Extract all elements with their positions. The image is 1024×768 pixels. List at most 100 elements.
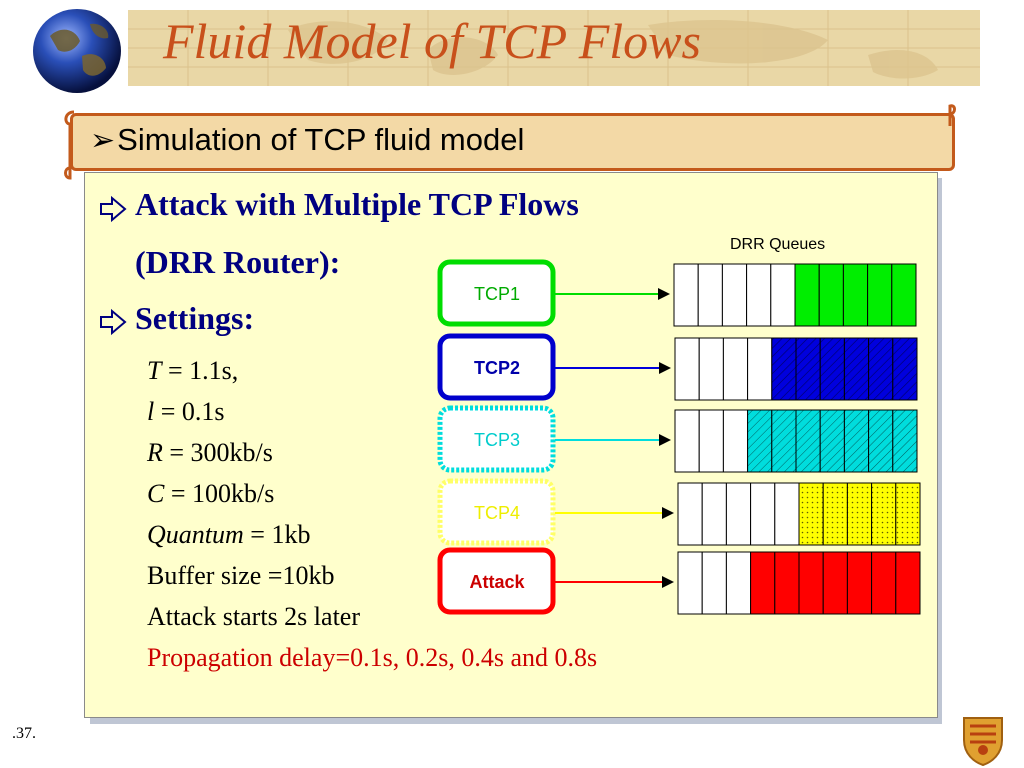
setting-C: C = 100kb/s (147, 479, 274, 509)
setting-quantum: Quantum = 1kb (147, 520, 310, 550)
value-quantum: = 1kb (243, 520, 311, 549)
world-map-background (128, 10, 980, 86)
flow-label-tcp2: TCP2 (474, 358, 520, 378)
queue-cell-filled-tcp2 (771, 337, 797, 401)
queue-cell-empty-tcp4 (774, 482, 800, 546)
queue-cell-empty-tcp1 (770, 263, 796, 327)
university-crest-logo (963, 717, 1003, 766)
setting-T: T = 1.1s, (147, 356, 238, 386)
queue-cell-filled-tcp4 (895, 482, 921, 546)
subtitle-arrow-icon: ➢ (90, 124, 116, 157)
value-R: = 300kb/s (162, 438, 273, 467)
queue-cell-filled-tcp1 (867, 263, 893, 327)
queue-cell-empty-tcp1 (721, 263, 748, 327)
globe-icon (33, 9, 121, 93)
subtitle-text: Simulation of TCP fluid model (117, 122, 525, 157)
queue-cell-filled-tcp3 (868, 409, 894, 473)
queue-cell-filled-attack (798, 551, 824, 615)
queue-cell-empty-tcp4 (677, 482, 703, 546)
queue-cell-filled-attack (750, 551, 776, 615)
bullet-settings: Settings: (135, 300, 255, 336)
queue-cell-filled-tcp3 (771, 409, 797, 473)
slide-title: Fluid Model of TCP Flows (163, 13, 701, 69)
queue-cell-filled-tcp3 (747, 409, 773, 473)
flow-label-tcp1: TCP1 (474, 284, 520, 304)
queue-cell-filled-tcp3 (892, 409, 918, 473)
queue-cell-filled-tcp1 (818, 263, 844, 327)
queue-cell-empty-tcp2 (747, 337, 773, 401)
value-C: = 100kb/s (164, 479, 275, 508)
setting-attack-start: Attack starts 2s later (147, 602, 360, 631)
bullet-arrow-icon (100, 308, 127, 336)
setting-propagation: Propagation delay=0.1s, 0.2s, 0.4s and 0… (147, 643, 598, 672)
var-T: T (147, 356, 162, 385)
queue-cell-empty-tcp2 (722, 337, 749, 401)
queue-cell-filled-attack (871, 551, 897, 615)
arrowhead-icon (658, 288, 670, 300)
var-quantum: Quantum (147, 520, 244, 549)
queue-cell-filled-attack (895, 551, 921, 615)
scroll-left-curl (64, 110, 75, 180)
queue-cell-filled-tcp2 (892, 337, 918, 401)
flow-label-tcp3: TCP3 (474, 430, 520, 450)
setting-buffer: Buffer size =10kb (147, 561, 335, 590)
subtitle-box (70, 113, 955, 171)
flow-label-tcp4: TCP4 (474, 503, 520, 523)
queue-cell-filled-tcp1 (891, 263, 917, 327)
queue-cell-empty-attack (677, 551, 703, 615)
queue-cell-filled-tcp2 (843, 337, 870, 401)
flow-box-tcp4 (437, 478, 556, 546)
queue-cell-filled-tcp2 (795, 337, 821, 401)
queue-cell-empty-tcp1 (673, 263, 699, 327)
queue-cell-filled-tcp2 (868, 337, 894, 401)
scroll-right-curl (948, 104, 956, 126)
queue-cell-empty-tcp4 (750, 482, 776, 546)
queue-cell-filled-tcp4 (871, 482, 897, 546)
var-C: C (147, 479, 165, 508)
queue-cell-filled-tcp4 (846, 482, 873, 546)
queue-cell-filled-tcp3 (795, 409, 821, 473)
arrowhead-icon (662, 507, 674, 519)
flow-label-attack: Attack (469, 572, 525, 592)
queue-cell-empty-attack (701, 551, 727, 615)
queue-cell-empty-tcp3 (722, 409, 749, 473)
queue-cell-empty-tcp2 (674, 337, 700, 401)
drr-queues-title: DRR Queues (730, 236, 826, 253)
queue-cell-filled-tcp4 (822, 482, 848, 546)
queue-cell-filled-tcp1 (842, 263, 869, 327)
queue-cell-filled-attack (774, 551, 800, 615)
queue-cell-empty-attack (725, 551, 752, 615)
queue-cell-filled-tcp3 (843, 409, 870, 473)
setting-l: l = 0.1s (147, 397, 225, 427)
queue-cell-empty-tcp4 (725, 482, 752, 546)
subtitle: ➢Simulation of TCP fluid model (90, 122, 524, 158)
queue-cell-empty-tcp4 (701, 482, 727, 546)
value-l: = 0.1s (154, 397, 225, 426)
header-band (128, 10, 980, 86)
slide-number: .37. (12, 725, 36, 742)
bullet-attack-line2: (DRR Router): (135, 244, 341, 280)
queue-cell-empty-tcp1 (697, 263, 723, 327)
value-T: = 1.1s, (161, 356, 239, 385)
queue-cell-empty-tcp2 (698, 337, 724, 401)
flow-box-attack (437, 547, 556, 615)
var-R: R (147, 438, 163, 467)
flow-box-tcp1 (437, 259, 556, 327)
bullet-arrow-icon (100, 195, 127, 223)
queue-cell-empty-tcp3 (698, 409, 724, 473)
bullet-attack-line1: Attack with Multiple TCP Flows (135, 186, 579, 222)
arrowhead-icon (659, 434, 671, 446)
queue-cell-empty-tcp3 (674, 409, 700, 473)
arrowhead-icon (662, 576, 674, 588)
queue-cell-filled-attack (846, 551, 873, 615)
queue-cell-filled-tcp1 (794, 263, 820, 327)
var-l: l (147, 397, 155, 426)
setting-R: R = 300kb/s (147, 438, 273, 468)
queue-cell-empty-tcp1 (746, 263, 772, 327)
queue-cell-filled-tcp4 (798, 482, 824, 546)
flow-box-tcp2 (437, 333, 556, 401)
queue-cell-filled-tcp2 (819, 337, 845, 401)
flow-box-tcp3 (437, 405, 556, 473)
